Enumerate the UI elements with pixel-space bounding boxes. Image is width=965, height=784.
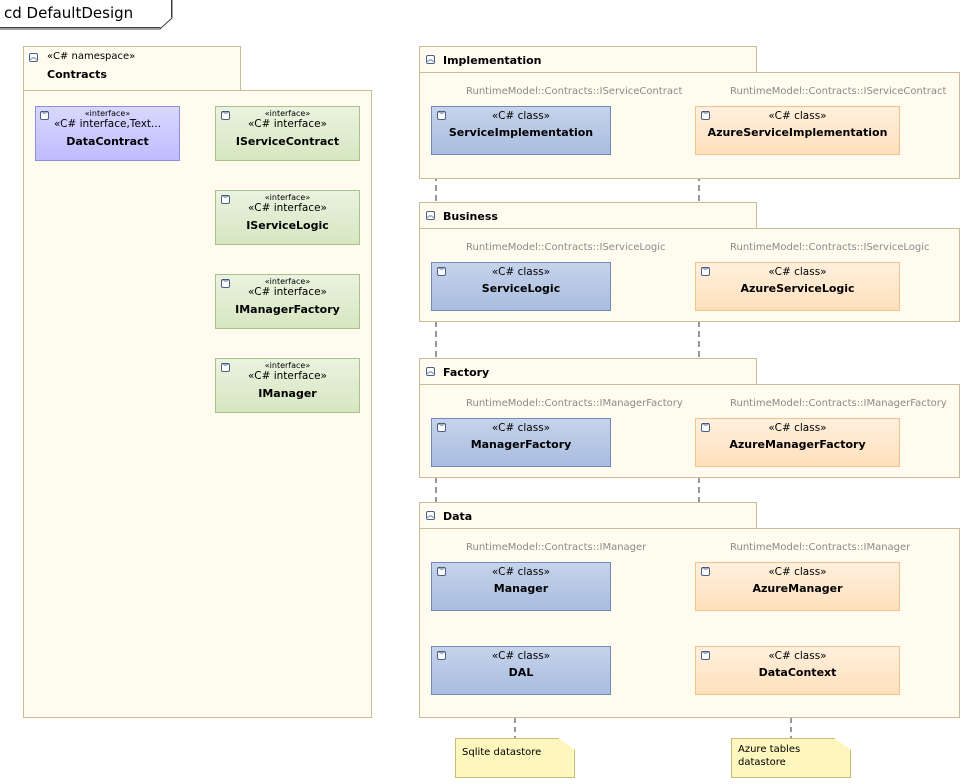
- class-stereotype: «interface»: [84, 109, 131, 118]
- interface-imanager[interactable]: «interface» «C# interface» IManager: [215, 358, 360, 413]
- class-servicelogic[interactable]: «C# class» ServiceLogic: [431, 262, 611, 311]
- class-stereotype: «C# interface»: [248, 286, 327, 298]
- class-dal[interactable]: «C# class» DAL: [431, 646, 611, 695]
- interface-iservicecontract[interactable]: «interface» «C# interface» IServiceContr…: [215, 106, 360, 161]
- expand-icon[interactable]: ︾: [221, 111, 230, 120]
- class-stereotype: «C# class»: [768, 422, 827, 434]
- class-stereotype: «C# interface»: [248, 202, 327, 214]
- expand-icon[interactable]: ︾: [701, 651, 710, 660]
- class-name: Manager: [493, 582, 549, 595]
- expand-icon[interactable]: ︾: [701, 567, 710, 576]
- class-stereotype: «interface»: [264, 109, 311, 118]
- class-name: ServiceImplementation: [448, 126, 594, 139]
- note-text: Azure tables datastore: [738, 744, 801, 768]
- package-name: Data: [443, 510, 473, 523]
- expand-icon[interactable]: ︾: [437, 651, 446, 660]
- class-stereotype: «C# interface,Text...: [53, 118, 162, 130]
- interface-imanagerfactory[interactable]: «interface» «C# interface» IManagerFacto…: [215, 274, 360, 329]
- class-stereotype: «C# class»: [768, 110, 827, 122]
- interface-label: RuntimeModel::Contracts::IServiceLogic: [730, 242, 930, 253]
- expand-icon[interactable]: ︾: [221, 363, 230, 372]
- data-package-tab[interactable]: [419, 502, 757, 530]
- interface-label: RuntimeModel::Contracts::IManager: [730, 542, 911, 553]
- class-datacontract[interactable]: «interface» «C# interface,Text... DataCo…: [35, 106, 180, 161]
- class-managerfactory[interactable]: «C# class» ManagerFactory: [431, 418, 611, 467]
- package-name: Factory: [443, 366, 490, 379]
- expand-icon[interactable]: ︽: [29, 53, 38, 62]
- expand-icon[interactable]: ︾: [221, 279, 230, 288]
- interface-label: RuntimeModel::Contracts::IServiceContrac…: [730, 86, 947, 97]
- package-name: Business: [443, 210, 498, 223]
- package-stereotype: «C# namespace»: [47, 51, 136, 62]
- class-manager[interactable]: «C# class» Manager: [431, 562, 611, 611]
- expand-icon[interactable]: ︾: [221, 195, 230, 204]
- class-name: DataContract: [66, 135, 149, 148]
- class-stereotype: «C# class»: [491, 110, 551, 122]
- interface-label: RuntimeModel::Contracts::IServiceContrac…: [466, 86, 683, 97]
- class-stereotype: «interface»: [264, 361, 311, 370]
- class-name: ServiceLogic: [481, 282, 561, 295]
- expand-icon[interactable]: ︽: [426, 367, 435, 376]
- interface-label: RuntimeModel::Contracts::IServiceLogic: [466, 242, 666, 253]
- expand-icon[interactable]: ︾: [437, 567, 446, 576]
- note-text: Sqlite datastore: [462, 747, 542, 758]
- class-name: AzureManagerFactory: [729, 438, 866, 451]
- class-name: AzureServiceLogic: [740, 282, 855, 295]
- class-name: ManagerFactory: [470, 438, 572, 451]
- class-stereotype: «C# class»: [768, 566, 827, 578]
- class-azureserviceimplementation[interactable]: «C# class» AzureServiceImplementation: [695, 106, 900, 155]
- business-package-tab[interactable]: [419, 202, 757, 230]
- class-name: IServiceLogic: [246, 219, 329, 232]
- expand-icon[interactable]: ︾: [437, 267, 446, 276]
- class-azureservicelogic[interactable]: «C# class» AzureServiceLogic: [695, 262, 900, 311]
- interface-label: RuntimeModel::Contracts::IManagerFactory: [466, 398, 683, 409]
- note-azure-tables-datastore[interactable]: Azure tables datastore: [731, 738, 851, 778]
- class-stereotype: «C# class»: [768, 650, 827, 662]
- class-name: IManager: [258, 387, 317, 400]
- expand-icon[interactable]: ︾: [701, 111, 710, 120]
- class-datacontext[interactable]: «C# class» DataContext: [695, 646, 900, 695]
- class-azuremanager[interactable]: «C# class» AzureManager: [695, 562, 900, 611]
- class-name: DAL: [508, 666, 534, 679]
- class-name: DataContext: [758, 666, 837, 679]
- interface-label: RuntimeModel::Contracts::IManagerFactory: [730, 398, 947, 409]
- contracts-package-tab[interactable]: [23, 46, 241, 92]
- package-name: Implementation: [443, 54, 542, 67]
- class-stereotype: «C# class»: [491, 422, 551, 434]
- class-stereotype: «C# interface»: [248, 118, 327, 130]
- class-stereotype: «C# interface»: [248, 370, 327, 382]
- class-stereotype: «interface»: [264, 277, 311, 286]
- package-name: Contracts: [47, 68, 107, 81]
- class-stereotype: «C# class»: [491, 650, 551, 662]
- class-name: IServiceContract: [235, 135, 340, 148]
- class-name: AzureServiceImplementation: [707, 126, 888, 139]
- class-stereotype: «interface»: [264, 193, 311, 202]
- expand-icon[interactable]: ︾: [40, 111, 49, 120]
- expand-icon[interactable]: ︾: [437, 423, 446, 432]
- class-serviceimplementation[interactable]: «C# class» ServiceImplementation: [431, 106, 611, 155]
- expand-icon[interactable]: ︾: [701, 423, 710, 432]
- class-stereotype: «C# class»: [768, 266, 827, 278]
- class-stereotype: «C# class»: [491, 566, 551, 578]
- class-stereotype: «C# class»: [491, 266, 551, 278]
- expand-icon[interactable]: ︽: [426, 511, 435, 520]
- note-sqlite-datastore[interactable]: Sqlite datastore: [455, 738, 575, 778]
- class-azuremanagerfactory[interactable]: «C# class» AzureManagerFactory: [695, 418, 900, 467]
- factory-package-tab[interactable]: [419, 358, 757, 386]
- expand-icon[interactable]: ︾: [701, 267, 710, 276]
- interface-iservicelogic[interactable]: «interface» «C# interface» IServiceLogic: [215, 190, 360, 245]
- diagram-title-border: [0, 0, 173, 30]
- expand-icon[interactable]: ︾: [437, 111, 446, 120]
- class-name: AzureManager: [752, 582, 843, 595]
- expand-icon[interactable]: ︽: [426, 211, 435, 220]
- expand-icon[interactable]: ︽: [426, 55, 435, 64]
- interface-label: RuntimeModel::Contracts::IManager: [466, 542, 647, 553]
- class-name: IManagerFactory: [235, 303, 340, 316]
- diagram-title: cd DefaultDesign: [0, 0, 172, 28]
